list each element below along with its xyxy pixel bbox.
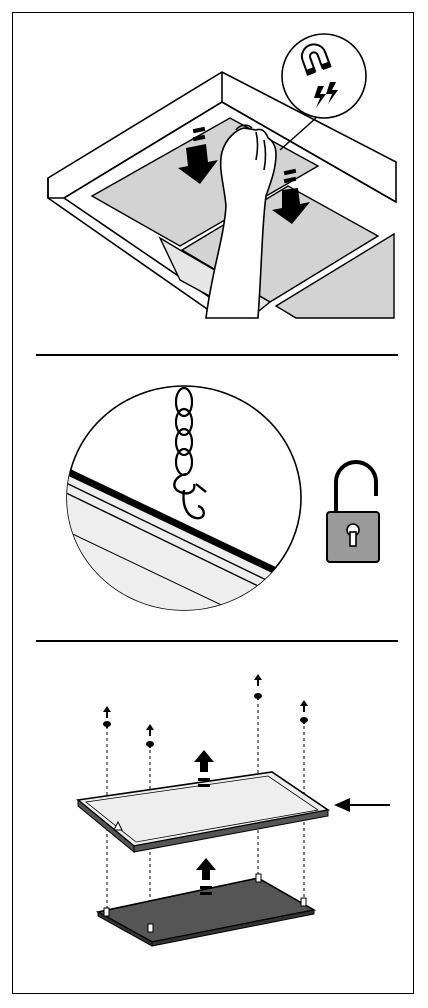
screw-icon: [103, 706, 111, 728]
step-3-illustration: [0, 660, 428, 960]
divider-2: [36, 640, 398, 642]
step-2-illustration: [0, 380, 428, 620]
screw-icon: [300, 700, 308, 724]
divider-1: [36, 354, 398, 356]
chain-detail-circle: [40, 386, 320, 620]
step-2-panel: [0, 380, 428, 620]
unlock-icon: [327, 462, 379, 562]
screw-icon: [254, 674, 262, 700]
step-3-panel: [0, 660, 428, 960]
arrow-left-icon: [334, 798, 390, 812]
screw-icon: [146, 724, 154, 748]
screws: [103, 674, 308, 748]
step-1-panel: [0, 0, 428, 340]
filter-panel-lower: [98, 874, 314, 946]
step-1-illustration: [0, 0, 428, 340]
